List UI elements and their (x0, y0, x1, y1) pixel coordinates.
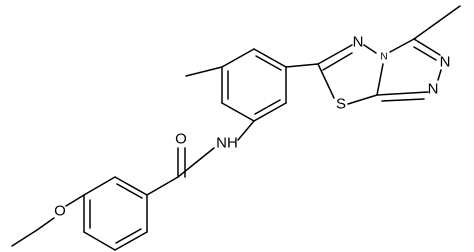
bond-ring1-b (114, 176, 148, 196)
bond-aryl-carbonyl (146, 176, 179, 196)
bond-ring2-f (253, 102, 287, 122)
bond-ring2-c (221, 48, 255, 68)
bond-s-c (317, 63, 335, 99)
bond-ring1-d (114, 231, 148, 251)
bond-ring1-e (83, 231, 116, 251)
bond-thiadiazole-n-n (363, 44, 377, 54)
bond-triazole-n-c (389, 38, 415, 53)
bond-ring2-d (253, 48, 287, 68)
bond-ring2-inner-3 (254, 99, 281, 115)
atom-fused-nitrogen: N (380, 52, 387, 63)
atom-amide-nitrogen: NH (216, 135, 238, 152)
bond-triazole-n-c (376, 91, 429, 96)
atom-carbonyl-oxygen: O (175, 131, 187, 148)
atom-thiadiazole-nitrogen: N (353, 34, 364, 51)
bond-ring1-inner-3 (115, 228, 142, 244)
atom-labels: O O NH S N N N N (54, 34, 450, 220)
bond-thiadiazole-c-n-2 (322, 52, 353, 71)
bond-ethyl-c-c (11, 229, 38, 247)
bond-triazole-methyl (413, 5, 461, 40)
bond-thiadiazole-c-n-1 (317, 44, 353, 65)
bond-ethyl-c-o (36, 217, 55, 231)
bond-ring1-a (83, 176, 116, 196)
bond-ring1-inner-2 (116, 183, 143, 199)
bond-triazole-n-c-2 (381, 98, 425, 102)
atom-triazole-nitrogen-3: N (428, 81, 439, 98)
bond-n-aryl (237, 120, 255, 141)
atom-ether-oxygen: O (54, 203, 66, 220)
bond-o-aryl (65, 194, 85, 207)
bond-fused-c-s (347, 94, 378, 105)
bond-carbonyl-n (177, 147, 215, 178)
atom-triazole-nitrogen-2: N (440, 54, 451, 71)
bond-triazole-c-n-1 (413, 38, 441, 56)
bond-ring2-inner-2 (255, 55, 282, 71)
bond-triazole-c-n-2 (413, 46, 437, 61)
bond-aryl-thiadiazole (285, 63, 319, 68)
bond-triazole-n-n (437, 69, 442, 81)
bonds (11, 5, 461, 251)
bond-fused-n-c (376, 63, 384, 96)
bond-ring2-a (221, 102, 255, 122)
atom-thiadiazole-sulfur: S (336, 96, 346, 113)
bond-tolyl-methyl (185, 66, 223, 77)
